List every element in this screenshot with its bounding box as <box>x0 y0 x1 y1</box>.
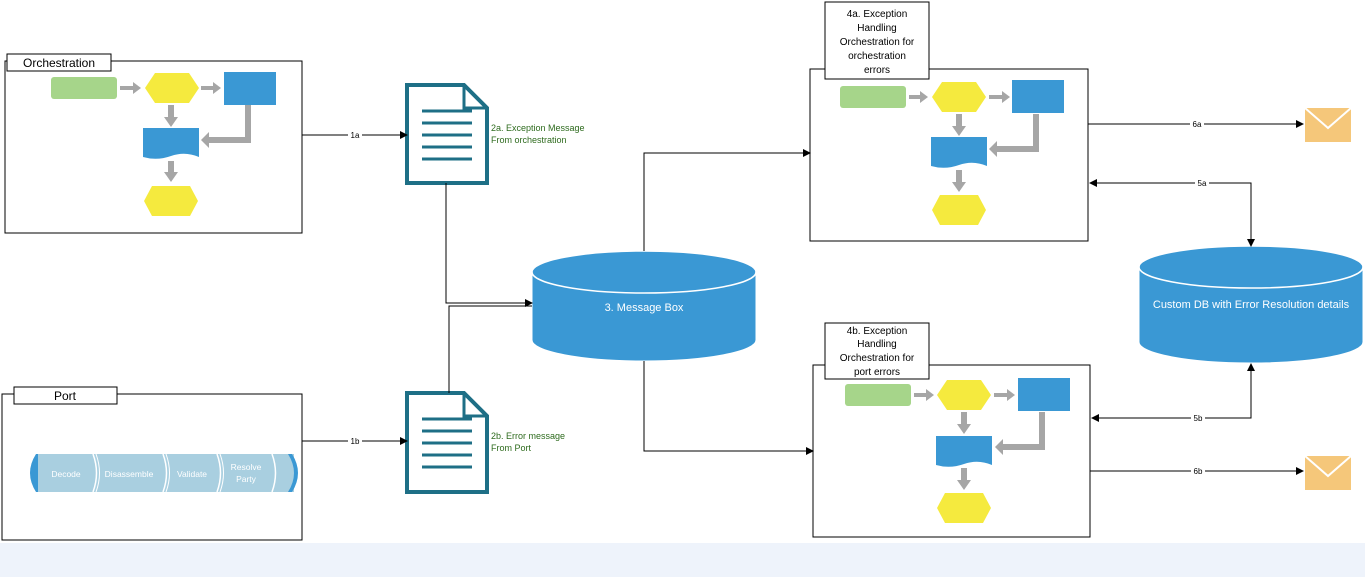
document-a-label: 2a. Exception Message <box>491 123 585 133</box>
exception-b-flow-icon <box>845 378 1070 523</box>
footer-band <box>0 543 1365 577</box>
pipeline-stage-validate: Validate <box>177 469 207 479</box>
envelope-icon <box>1304 107 1352 142</box>
document-icon <box>405 391 489 494</box>
exception-handling-b-container: 4b. Exception Handling Orchestration for… <box>812 322 1091 538</box>
exception-a-title-5: errors <box>864 65 890 76</box>
exception-a-title-1: 4a. Exception <box>847 9 908 20</box>
orchestration-container: Orchestration <box>4 53 303 234</box>
exception-b-title-3: Orchestration for <box>840 353 915 364</box>
exception-b-title-2: Handling <box>857 339 896 350</box>
database-icon: Custom DB with Error Resolution details <box>1138 245 1364 364</box>
exception-a-flow-icon <box>840 80 1064 225</box>
pipeline-stage-resolve: Resolve <box>231 462 262 472</box>
port-pipeline: Decode Disassemble Validate Resolve Part… <box>30 453 298 493</box>
exception-b-title-4: port errors <box>854 367 900 378</box>
orchestration-flow-icon <box>51 72 276 216</box>
exception-a-title-2: Handling <box>857 23 896 34</box>
pipeline-stage-disassemble: Disassemble <box>105 469 154 479</box>
database-icon: 3. Message Box <box>531 250 757 362</box>
connector-6a-label: 6a <box>1193 120 1202 129</box>
message-box-label: 3. Message Box <box>605 302 684 314</box>
connector-5b-label: 5b <box>1194 414 1203 423</box>
orchestration-title: Orchestration <box>23 56 95 70</box>
document-b-label: 2b. Error message <box>491 431 565 441</box>
envelope-icon <box>1304 455 1352 490</box>
port-container: Port Decode Disassemble Validate Resolve… <box>1 386 303 541</box>
exception-a-title-3: Orchestration for <box>840 37 915 48</box>
pipeline-stage-decode: Decode <box>51 469 81 479</box>
exception-handling-a-container: 4a. Exception Handling Orchestration for… <box>809 1 1089 242</box>
custom-db-label: Custom DB with Error Resolution details <box>1153 299 1350 311</box>
exception-b-title-1: 4b. Exception <box>847 326 908 337</box>
document-b-label-2: From Port <box>491 443 532 453</box>
connector-labels: 1a 1b 6a 6b 5a 5b <box>348 119 1209 476</box>
connector-5a-label: 5a <box>1198 179 1207 188</box>
pipeline-stage-party: Party <box>236 474 257 484</box>
document-a-label-2: From orchestration <box>491 135 567 145</box>
exception-a-title-4: orchestration <box>848 51 906 62</box>
port-title: Port <box>54 389 77 403</box>
connector-6b-label: 6b <box>1194 467 1203 476</box>
connector-1a-label: 1a <box>351 131 360 140</box>
document-icon <box>405 83 489 185</box>
connector-1b-label: 1b <box>351 437 360 446</box>
